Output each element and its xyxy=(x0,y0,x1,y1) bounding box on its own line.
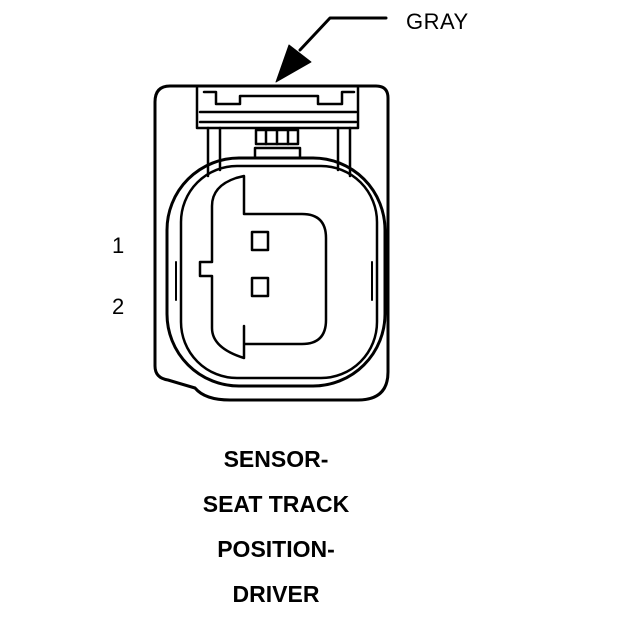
caption-line-4: DRIVER xyxy=(232,581,320,607)
pin-2-cavity xyxy=(250,276,270,298)
connector-housing-outline xyxy=(153,84,390,402)
caption-line-1: SENSOR- xyxy=(223,446,329,472)
mating-face xyxy=(198,174,328,360)
cavity-outline xyxy=(244,176,337,366)
socket-frame-outer xyxy=(165,156,387,388)
caption-line-3: POSITION- xyxy=(217,536,335,562)
callout-label-color: GRAY xyxy=(406,9,469,34)
socket-frame-inner xyxy=(179,164,379,380)
pin-1-cavity xyxy=(250,230,270,252)
pin-1-label: 1 xyxy=(112,233,125,258)
callout-arrowhead xyxy=(275,44,312,83)
callout-leader-line xyxy=(298,16,388,52)
pin-2-label: 2 xyxy=(112,294,125,319)
connector-diagram xyxy=(153,16,390,402)
connector-latch xyxy=(195,86,360,178)
connector-caption: SENSOR- SEAT TRACK POSITION- DRIVER xyxy=(0,437,552,617)
caption-line-2: SEAT TRACK xyxy=(202,491,350,517)
